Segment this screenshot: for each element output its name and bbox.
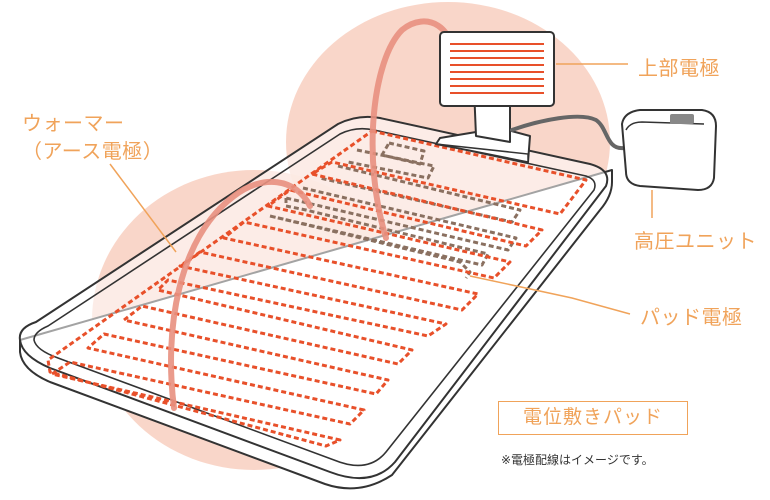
arc-lower xyxy=(168,178,313,411)
pad-top xyxy=(18,115,609,479)
pad-inner-rim xyxy=(33,127,596,467)
stand-base-front xyxy=(435,143,529,163)
leader-warmer xyxy=(109,163,177,253)
leader-pad-electrode xyxy=(469,275,631,315)
warmer-electrode-wiring xyxy=(46,129,588,448)
label-warmer-line1: ウォーマー xyxy=(22,111,125,135)
label-top-electrode: 上部電極 xyxy=(638,56,720,80)
top-electrode-lines xyxy=(450,43,544,94)
top-electrode-assembly xyxy=(435,31,555,163)
product-name-badge: 電位敷きパッド xyxy=(498,401,688,435)
footnote: ※電極配線はイメージです。 xyxy=(501,453,654,467)
label-pad-electrode: パッド電極 xyxy=(640,305,743,329)
power-cable xyxy=(510,114,626,151)
hv-unit xyxy=(621,109,717,191)
hv-unit-face xyxy=(625,121,705,131)
mattress-pad xyxy=(18,115,613,490)
label-warmer-line2: （アース電極） xyxy=(22,139,164,163)
hv-unit-body xyxy=(621,109,717,191)
label-hv-unit: 高圧ユニット xyxy=(634,229,757,253)
hv-unit-indicator xyxy=(670,114,694,124)
label-warmer: ウォーマー （アース電極） xyxy=(22,109,163,165)
leader-lines xyxy=(109,63,653,315)
